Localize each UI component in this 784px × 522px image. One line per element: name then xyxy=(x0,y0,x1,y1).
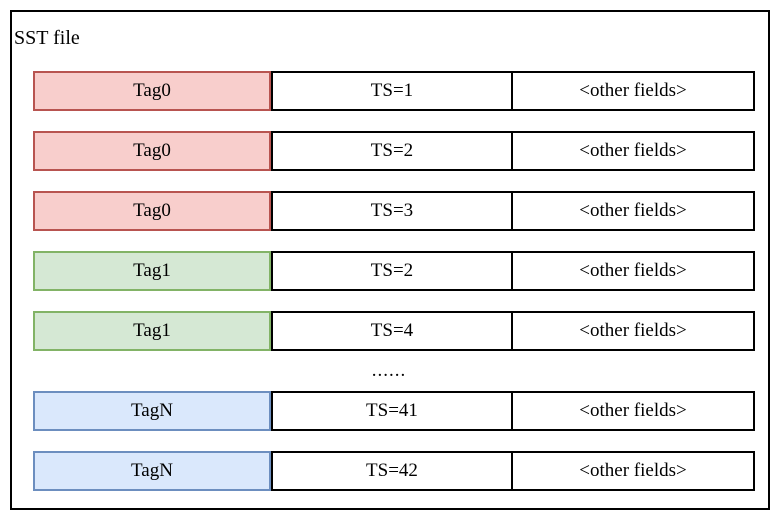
tag-cell: TagN xyxy=(33,451,271,491)
other-fields-cell: <other fields> xyxy=(511,251,755,291)
timestamp-cell: TS=1 xyxy=(271,71,513,111)
tag-cell: Tag0 xyxy=(33,191,271,231)
timestamp-cell: TS=42 xyxy=(271,451,513,491)
timestamp-cell: TS=41 xyxy=(271,391,513,431)
other-fields-cell: <other fields> xyxy=(511,451,755,491)
other-fields-cell: <other fields> xyxy=(511,131,755,171)
tag-cell: Tag0 xyxy=(33,71,271,111)
tag-cell: Tag0 xyxy=(33,131,271,171)
sst-file-label: SST file xyxy=(14,27,80,49)
timestamp-cell: TS=4 xyxy=(271,311,513,351)
timestamp-cell: TS=2 xyxy=(271,131,513,171)
other-fields-cell: <other fields> xyxy=(511,391,755,431)
other-fields-cell: <other fields> xyxy=(511,311,755,351)
tag-cell: TagN xyxy=(33,391,271,431)
tag-cell: Tag1 xyxy=(33,251,271,291)
timestamp-cell: TS=2 xyxy=(271,251,513,291)
other-fields-cell: <other fields> xyxy=(511,191,755,231)
tag-cell: Tag1 xyxy=(33,311,271,351)
timestamp-cell: TS=3 xyxy=(271,191,513,231)
other-fields-cell: <other fields> xyxy=(511,71,755,111)
